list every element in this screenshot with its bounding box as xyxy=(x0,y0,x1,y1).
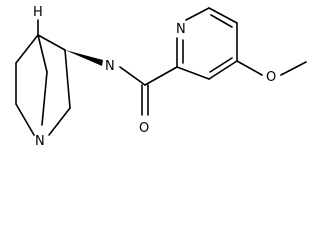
atom-label-quinuclidine-n: N xyxy=(35,134,45,149)
pyridine-ring xyxy=(176,7,238,80)
bond-py-c6-c5-inner xyxy=(210,14,233,28)
bond-c4-o xyxy=(236,60,263,76)
methoxy-group xyxy=(236,60,307,76)
bond-ccarbonyl-c2py xyxy=(144,66,178,86)
atom-label-methoxy-o: O xyxy=(266,70,276,85)
bond-c2-n1 xyxy=(48,107,71,136)
bond-o-ch3 xyxy=(280,61,307,76)
bond-py-c4-c3 xyxy=(208,60,238,80)
bond-c7-n1 xyxy=(41,71,48,126)
bond-py-c4-c3-inner xyxy=(209,57,233,73)
chemical-structure: H N N O O N xyxy=(15,5,307,149)
amide-group xyxy=(119,66,178,116)
bond-c4-c5 xyxy=(15,34,39,64)
atom-label-carbonyl-o: O xyxy=(139,121,149,136)
bond-c4-c7 xyxy=(37,34,48,73)
bond-c4-c3 xyxy=(37,34,66,51)
bond-c6-n1 xyxy=(15,103,35,136)
atom-label-pyridine-n: N xyxy=(176,22,186,37)
atom-label-amide-n: N xyxy=(105,59,115,74)
bond-c3-c2 xyxy=(64,49,71,109)
atom-label-bridgehead-h: H xyxy=(33,5,43,20)
bond-py-c6-c5 xyxy=(208,7,238,24)
bond-py-n1-c6 xyxy=(185,7,210,21)
bond-n-ccarbonyl xyxy=(119,66,146,86)
bond-py-c3-c2 xyxy=(176,66,210,80)
stereo-wedge-bond xyxy=(65,50,103,66)
quinuclidine-ring xyxy=(15,19,71,136)
